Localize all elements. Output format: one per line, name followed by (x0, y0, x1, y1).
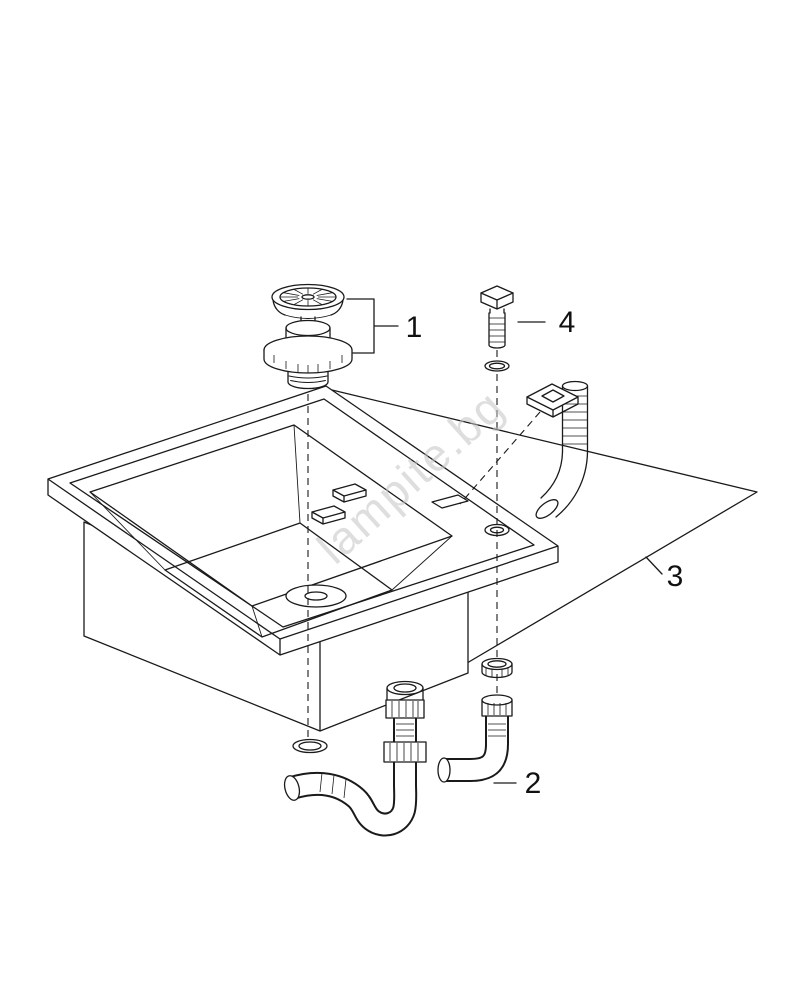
strainer-assembly (263, 283, 399, 390)
sink-rim (47, 385, 559, 656)
part4-label: 4 (559, 306, 576, 339)
assembly-centerlines (307, 350, 541, 742)
overflow-slot (431, 494, 469, 509)
part3-leader (645, 556, 663, 575)
overflow-hose-assembly (526, 380, 589, 519)
sink-drawing (47, 385, 559, 732)
part1-leader (346, 298, 399, 354)
part3-label: 3 (667, 560, 684, 593)
overflow-plug (480, 285, 546, 372)
part1-label: 1 (406, 311, 423, 344)
slip-washer (292, 738, 328, 754)
part-labels: 1 2 3 4 (406, 306, 684, 800)
mounting-clips (311, 483, 367, 525)
part2-label: 2 (525, 767, 542, 800)
bowl-drain-opening (285, 584, 347, 608)
sink-rim-inner-edge (69, 398, 535, 628)
mounting-plane (331, 389, 758, 667)
o-ring (484, 360, 510, 372)
siphon-trap-assembly (283, 657, 517, 837)
